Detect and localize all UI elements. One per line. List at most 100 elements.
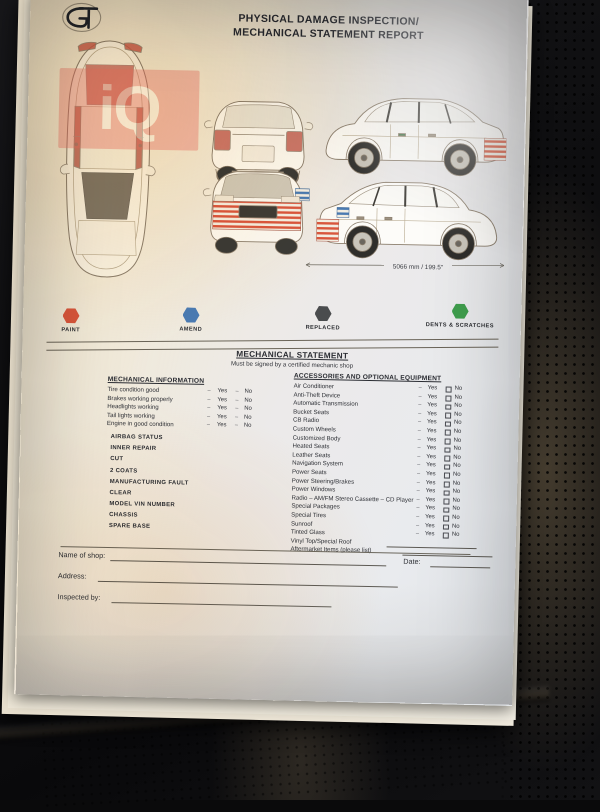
mechanical-yes-option[interactable]: Yes <box>217 414 227 420</box>
accessory-checkbox[interactable] <box>443 507 449 513</box>
car-front-view <box>202 171 310 255</box>
accessory-yes-option[interactable]: Yes <box>426 454 436 460</box>
mechanical-yes-option[interactable]: Yes <box>217 405 227 411</box>
accessories-heading: ACCESSORIES AND OPTIONAL EQUIPMENT <box>294 373 499 384</box>
dimension-label: 5066 mm / 199.5" <box>393 263 443 271</box>
accessory-no-option[interactable]: No <box>454 411 462 417</box>
accessory-no-option[interactable]: No <box>452 515 460 521</box>
accessory-yes-option[interactable]: Yes <box>426 445 436 451</box>
accessory-no-option[interactable]: No <box>453 454 461 460</box>
accessory-yes-option[interactable]: Yes <box>427 437 437 443</box>
accessory-checkbox[interactable] <box>444 464 450 470</box>
name-of-shop-input[interactable] <box>110 560 386 566</box>
accessory-yes-option[interactable]: Yes <box>428 385 438 391</box>
accessory-label: Tinted Glass <box>291 529 325 537</box>
accessory-checkbox[interactable] <box>444 473 450 479</box>
date-input[interactable] <box>430 566 490 568</box>
accessory-checkbox[interactable] <box>443 499 449 505</box>
accessory-yes-option[interactable]: Yes <box>426 462 436 468</box>
accessory-checkbox[interactable] <box>445 438 451 444</box>
accessory-checkbox[interactable] <box>444 490 450 496</box>
accessory-no-option[interactable]: No <box>455 386 463 392</box>
accessory-yes-option[interactable]: Yes <box>426 480 436 486</box>
accessory-no-option[interactable]: No <box>454 429 462 435</box>
accessory-yes-option[interactable]: Yes <box>425 523 435 529</box>
accessory-checkbox[interactable] <box>445 421 451 427</box>
accessory-checkbox[interactable] <box>443 524 449 530</box>
accessory-yes-option[interactable]: Yes <box>425 505 435 511</box>
accessory-no-option[interactable]: No <box>453 480 461 486</box>
accessory-yes-option[interactable]: Yes <box>427 419 437 425</box>
mechanical-yes-option[interactable]: Yes <box>217 422 227 428</box>
car-side-view-upper <box>326 97 508 176</box>
accessory-no-option[interactable]: No <box>452 532 460 538</box>
replaced-hex-swatch <box>314 306 331 321</box>
accessory-yes-option[interactable]: Yes <box>426 471 436 477</box>
accessory-yes-option[interactable]: Yes <box>427 411 437 417</box>
accessory-yes-option[interactable]: Yes <box>425 531 435 537</box>
row-dash: – <box>418 394 421 400</box>
mechanical-field-label: 2 COATS <box>110 468 138 475</box>
accessory-checkbox[interactable] <box>445 430 451 436</box>
accessory-no-option[interactable]: No <box>453 463 461 469</box>
accessory-checkbox[interactable] <box>445 404 451 410</box>
car-side-view-lower <box>316 181 498 260</box>
accessory-no-option[interactable]: No <box>454 394 462 400</box>
mechanical-no-option[interactable]: No <box>244 414 252 420</box>
mechanical-no-option[interactable]: No <box>244 397 252 403</box>
accessory-yes-option[interactable]: Yes <box>427 394 437 400</box>
accessory-no-option[interactable]: No <box>452 497 460 503</box>
accessory-no-option[interactable]: No <box>452 523 460 529</box>
legend-item-replaced: REPLACED <box>297 306 349 332</box>
accessory-label: Anti-Theft Device <box>293 391 340 399</box>
accessory-checkbox[interactable] <box>444 447 450 453</box>
row-dash-2: – <box>235 397 238 403</box>
row-dash: – <box>418 419 421 425</box>
mechanical-field-row[interactable]: SPARE BASE <box>105 523 280 538</box>
watermark-text: iQ <box>58 68 200 151</box>
accessory-no-option[interactable]: No <box>454 403 462 409</box>
mechanical-information-heading: MECHANICAL INFORMATION <box>108 376 283 386</box>
accessory-checkbox[interactable] <box>444 456 450 462</box>
legend-item-dents-scratches: DENTS & SCRATCHES <box>417 303 503 330</box>
accessory-no-option[interactable]: No <box>453 489 461 495</box>
mechanical-statement-heading: MECHANICAL STATEMENT Must be signed by a… <box>172 348 412 370</box>
accessory-checkbox[interactable] <box>445 395 451 401</box>
accessory-label: Radio – AM/FM Stereo Cassette – CD Playe… <box>291 494 413 503</box>
accessory-checkbox[interactable] <box>446 387 452 393</box>
accessory-label: Vinyl Top/Special Roof <box>291 537 352 545</box>
accessory-no-option[interactable]: No <box>452 506 460 512</box>
row-dash: – <box>207 396 210 402</box>
gt-logo <box>60 0 103 35</box>
accessory-no-option[interactable]: No <box>454 420 462 426</box>
accessory-yes-option[interactable]: Yes <box>427 428 437 434</box>
accessory-label: Sunroof <box>291 520 312 527</box>
row-dash: – <box>416 531 419 537</box>
accessory-checkbox[interactable] <box>444 481 450 487</box>
mechanical-no-option[interactable]: No <box>244 423 252 429</box>
accessory-yes-option[interactable]: Yes <box>425 497 435 503</box>
row-dash: – <box>418 428 421 434</box>
accessory-no-option[interactable]: No <box>453 472 461 478</box>
mechanical-checklist-label: Tail lights working <box>107 412 155 420</box>
date-label: Date: <box>403 557 420 566</box>
address-input[interactable] <box>98 581 398 588</box>
name-of-shop-label: Name of shop: <box>58 550 105 560</box>
mechanical-no-option[interactable]: No <box>244 406 252 412</box>
accessory-checkbox[interactable] <box>445 413 451 419</box>
mechanical-yes-option[interactable]: Yes <box>217 397 227 403</box>
accessory-checkbox[interactable] <box>443 533 449 539</box>
inspected-by-input[interactable] <box>111 602 331 607</box>
dents-hex-swatch <box>451 304 468 319</box>
accessory-yes-option[interactable]: Yes <box>427 402 437 408</box>
mechanical-yes-option[interactable]: Yes <box>217 388 227 394</box>
accessory-no-option[interactable]: No <box>453 446 461 452</box>
accessory-label: Power Windows <box>292 486 336 494</box>
accessory-yes-option[interactable]: Yes <box>426 488 436 494</box>
accessory-yes-option[interactable]: Yes <box>425 514 435 520</box>
accessory-checkbox[interactable] <box>443 516 449 522</box>
mechanical-no-option[interactable]: No <box>244 389 252 395</box>
mechanical-checklist-label: Brakes working properly <box>107 395 172 403</box>
accessories-section: ACCESSORIES AND OPTIONAL EQUIPMENT Air C… <box>290 373 498 559</box>
accessory-no-option[interactable]: No <box>454 437 462 443</box>
